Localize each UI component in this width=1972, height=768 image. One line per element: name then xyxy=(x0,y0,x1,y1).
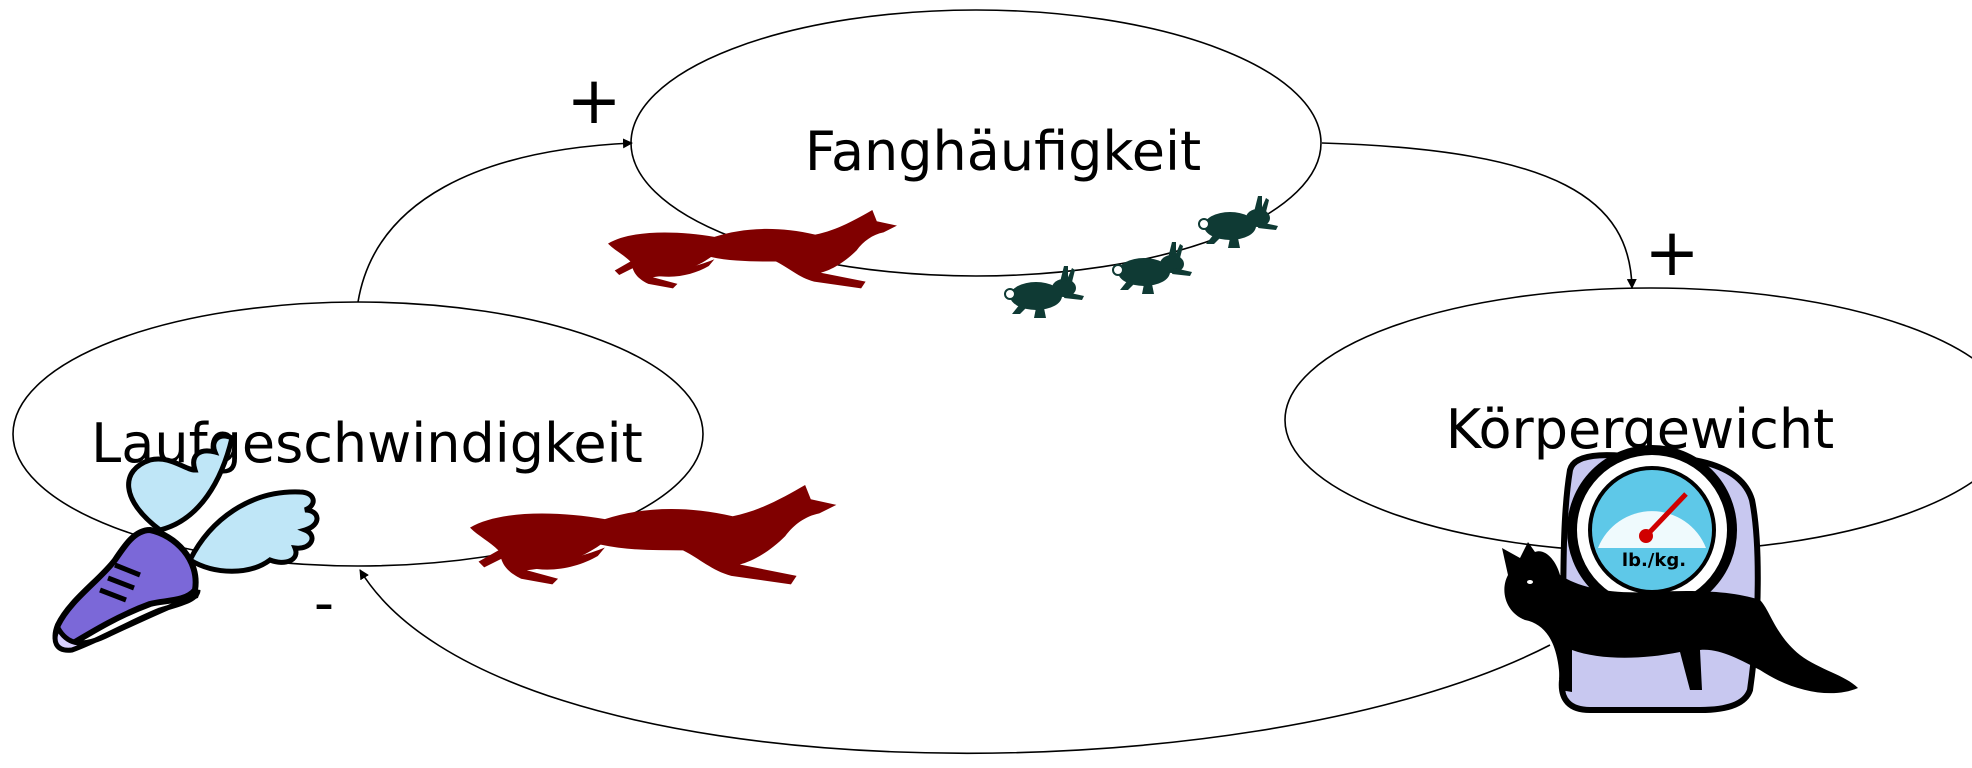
sign-capture-to-weight: + xyxy=(1644,214,1699,291)
winged-shoe-illustration xyxy=(52,433,320,653)
edge-speed-to-capture xyxy=(357,138,633,303)
scale-unit-text: lb./kg. xyxy=(1622,550,1686,571)
edge-capture-to-weight xyxy=(1321,142,1637,289)
shoe-sole-shape xyxy=(52,589,201,653)
scale-illustration: lb./kg. xyxy=(1502,445,1858,713)
cat-shape xyxy=(1502,542,1858,694)
sign-weight-to-speed: - xyxy=(314,571,334,636)
shoe-laces-shape xyxy=(99,562,141,603)
cat-eye-shape xyxy=(1527,580,1533,584)
wing-shape xyxy=(126,433,235,533)
edge-weight-to-speed xyxy=(359,569,1551,755)
scale-needle-shape xyxy=(1644,492,1688,538)
scale-needle-hub-shape xyxy=(1639,529,1653,543)
node-fanghaeufigkeit-label: Fanghäufigkeit xyxy=(805,120,1201,183)
sign-speed-to-capture: + xyxy=(566,62,621,139)
wing-shape xyxy=(186,489,320,574)
